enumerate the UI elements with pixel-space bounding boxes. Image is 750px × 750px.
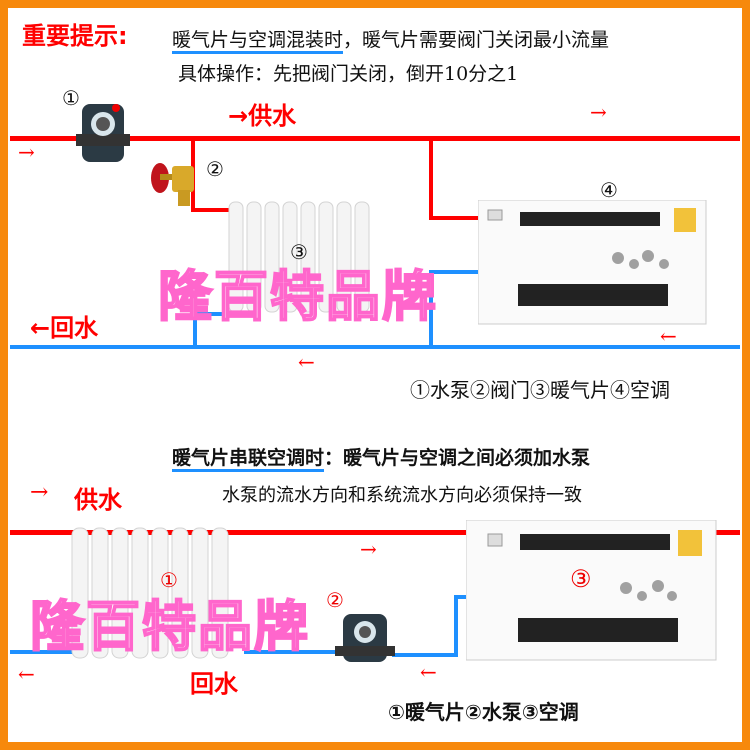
important-notice-label: 重要提示: [22,22,128,50]
bottom-heading: 暖气片串联空调时：暖气片与空调之间必须加水泵 [172,443,591,472]
supply-branch-radiator-h [191,208,229,212]
return-riser-h [454,595,468,599]
supply-pipe-bottom [10,530,740,535]
supply-pipe-top [10,136,740,141]
watermark: 隆百特品牌 [157,265,438,328]
return-pipe-from-pump [392,653,458,657]
notice-rest: ，暖气片需要阀门关闭最小流量 [343,29,610,51]
notice-line-1: 暖气片与空调混装时，暖气片需要阀门关闭最小流量 [172,25,610,54]
return-pipe-top [10,345,740,349]
fan-coil-ac-image [478,200,707,325]
supply-branch-ac-h [429,216,481,220]
marker-2-bottom: ② [326,588,344,612]
return-label-bottom: 回水 [190,670,238,698]
fan-coil-ac-image [466,520,717,661]
marker-3-bottom: ③ [570,565,592,593]
return-pipe-to-pump [244,650,339,654]
radiator-image [228,201,370,313]
flow-arrow: ← [420,660,437,684]
flow-arrow: ← [298,350,315,374]
return-branch-ac [429,270,433,348]
marker-3: ③ [290,240,308,264]
water-pump-icon [335,614,395,662]
water-pump-icon [76,104,130,162]
supply-branch-ac [429,136,433,220]
return-branch-radiator-h [193,312,233,316]
flow-arrow: → [590,100,607,124]
return-pipe-bottom-left [10,650,76,654]
marker-1: ① [62,86,80,110]
return-riser [454,595,458,657]
bottom-line-2: 水泵的流水方向和系统流水方向必须保持一致 [222,485,582,506]
flow-arrow: ← [660,324,677,348]
bottom-heading-rest: ：暖气片与空调之间必须加水泵 [324,447,591,469]
marker-1-bottom: ① [160,568,178,592]
notice-line-2: 具体操作：先把阀门关闭，倒开10分之1 [178,63,519,85]
return-branch-ac-h [429,270,481,274]
supply-label-top: →供水 [228,102,297,130]
flow-arrow: → [360,537,377,561]
return-branch-radiator [193,312,197,348]
valve-icon [151,163,194,206]
marker-4: ④ [600,178,618,202]
radiator-image [71,527,229,659]
return-label-top: ←回水 [30,314,99,342]
marker-2: ② [206,157,224,181]
supply-arrow-bottom: → [30,480,49,505]
watermark: 隆百特品牌 [29,595,310,658]
flow-arrow: ← [18,662,35,686]
legend-bottom: ①暖气片②水泵③空调 [388,700,579,724]
legend-top: ①水泵②阀门③暖气片④空调 [410,378,670,402]
supply-label-bottom: 供水 [74,486,122,514]
flow-arrow: → [18,140,35,164]
bottom-heading-underlined: 暖气片串联空调时 [172,447,325,472]
notice-underlined: 暖气片与空调混装时 [172,29,344,54]
